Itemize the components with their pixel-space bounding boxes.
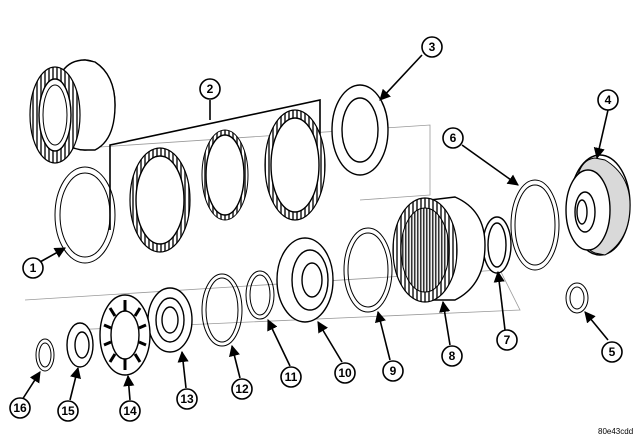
svg-text:14: 14 [123, 404, 137, 418]
callout-8: 8 [441, 345, 463, 367]
callout-14: 14 [119, 400, 141, 422]
figure-code: 80e43cdd [598, 427, 633, 436]
callout-13: 13 [176, 388, 198, 410]
leader-lines [21, 54, 609, 401]
svg-text:3: 3 [429, 40, 436, 54]
piston-10 [276, 237, 334, 323]
seal-11 [245, 270, 275, 320]
svg-text:15: 15 [61, 404, 75, 418]
thrust-washer-7 [482, 216, 512, 274]
bearing-13 [147, 287, 193, 353]
callout-6: 6 [442, 127, 464, 149]
callout-2: 2 [199, 78, 221, 100]
svg-text:6: 6 [450, 131, 457, 145]
svg-text:13: 13 [180, 392, 194, 406]
snap-ring-16 [35, 338, 55, 372]
callout-10: 10 [334, 362, 356, 384]
svg-text:10: 10 [338, 366, 352, 380]
svg-text:16: 16 [13, 401, 27, 415]
callouts: 1 2 3 4 5 6 7 8 9 10 11 12 13 14 15 16 [9, 36, 623, 422]
pressure-plate-3 [331, 84, 389, 176]
ring-12 [201, 273, 243, 347]
small-ring-5 [565, 282, 589, 314]
callout-3: 3 [421, 36, 443, 58]
svg-text:2: 2 [207, 82, 214, 96]
svg-text:12: 12 [235, 382, 249, 396]
ring-9 [343, 227, 393, 313]
spring-retainer-14 [99, 294, 151, 376]
svg-text:8: 8 [449, 349, 456, 363]
callout-9: 9 [382, 360, 404, 382]
callout-15: 15 [57, 400, 79, 422]
svg-text:9: 9 [390, 364, 397, 378]
callout-11: 11 [280, 366, 302, 388]
svg-text:7: 7 [504, 333, 511, 347]
large-ring-6 [510, 179, 560, 271]
clutch-plates-2 [109, 99, 326, 253]
splined-hub-8 [392, 196, 486, 303]
callout-5: 5 [601, 341, 623, 363]
svg-text:4: 4 [605, 93, 612, 107]
hub-assembly-4 [565, 154, 631, 256]
svg-text:11: 11 [285, 370, 298, 384]
clutch-drum-top [29, 59, 116, 164]
callout-7: 7 [496, 329, 518, 351]
svg-text:1: 1 [30, 261, 37, 275]
callout-1: 1 [22, 257, 44, 279]
callout-12: 12 [231, 378, 253, 400]
callout-16: 16 [9, 397, 31, 419]
washer-15 [66, 322, 94, 368]
svg-text:5: 5 [609, 345, 616, 359]
callout-4: 4 [597, 89, 619, 111]
